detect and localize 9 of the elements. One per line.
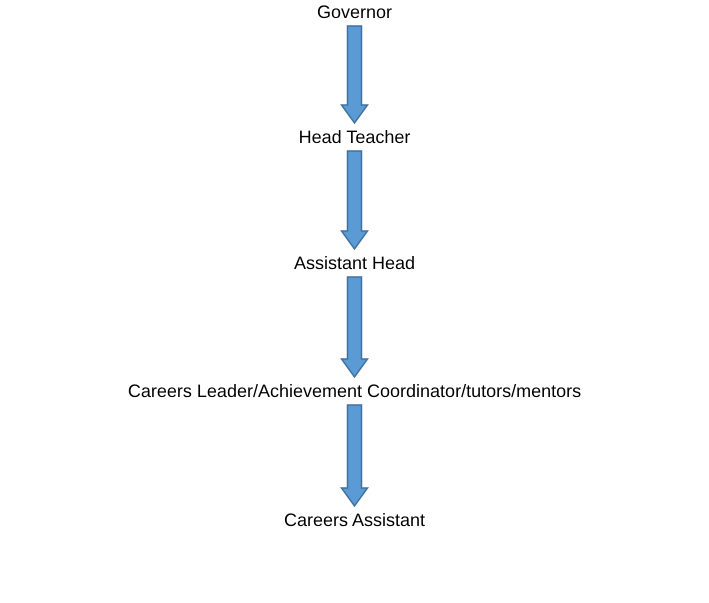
block-arrow [340,150,369,250]
block-arrow [340,25,369,124]
role-label: Careers Leader/Achievement Coordinator/tutors/mentors [0,379,709,403]
role-label: Head Teacher [0,125,709,149]
role-label: Careers Assistant [0,508,709,532]
block-arrow [340,404,369,508]
role-label: Assistant Head [0,251,709,275]
role-label: Governor [0,0,709,24]
block-arrow [340,276,369,378]
